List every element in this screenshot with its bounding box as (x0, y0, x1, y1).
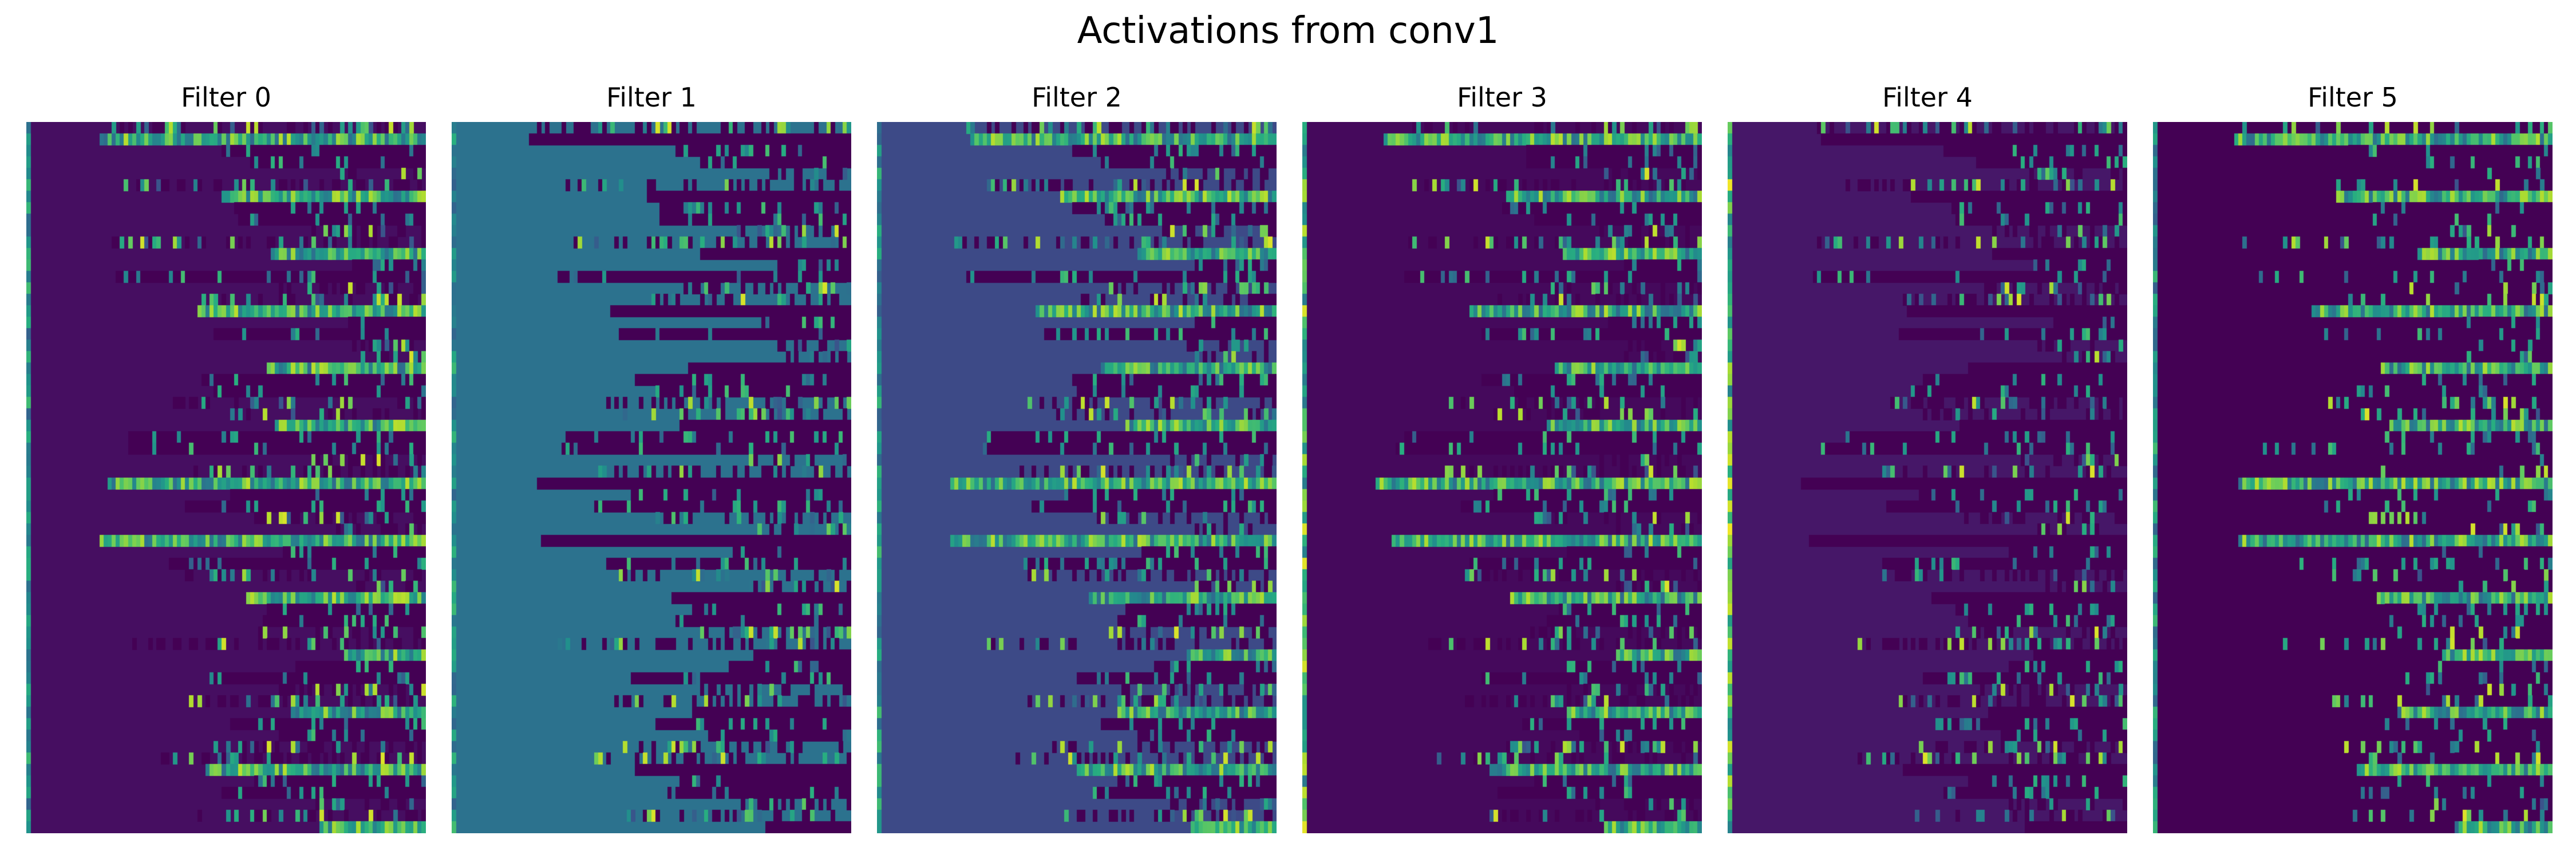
figure-title: Activations from conv1 (1077, 10, 1499, 52)
panel-title-filter-4: Filter 4 (1882, 82, 1973, 113)
heatmap-filter-0 (26, 122, 426, 833)
panel-title-filter-1: Filter 1 (606, 82, 697, 113)
heatmap-filter-4 (1728, 122, 2127, 833)
heatmap-filter-1 (452, 122, 851, 833)
panel-title-filter-0: Filter 0 (181, 82, 271, 113)
heatmap-filter-5 (2153, 122, 2553, 833)
panel-title-filter-3: Filter 3 (1457, 82, 1547, 113)
panel-title-filter-2: Filter 2 (1032, 82, 1122, 113)
panel-title-filter-5: Filter 5 (2308, 82, 2398, 113)
heatmap-filter-3 (1302, 122, 1702, 833)
heatmap-filter-2 (877, 122, 1277, 833)
